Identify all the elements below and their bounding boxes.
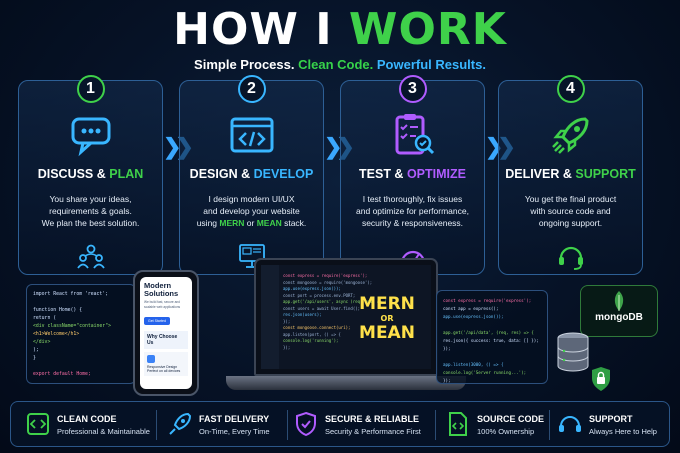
step-number: 2	[237, 75, 266, 103]
code-line: function Home() {	[33, 308, 83, 313]
step-card-design: 2 DESIGN & DEVELOP I design modern UI/UX…	[179, 75, 324, 275]
headset-icon	[559, 416, 581, 432]
rocket-icon	[499, 111, 642, 164]
laptop-code: const express = require('express'); cons…	[283, 273, 387, 350]
code-line: return (	[33, 316, 57, 321]
mongodb-leaf-icon	[614, 291, 624, 311]
document-code-icon	[449, 412, 467, 436]
step-description: You share your ideas, requirements & goa…	[41, 194, 140, 228]
code-line: import React from 'react';	[33, 292, 109, 297]
step-number: 4	[556, 75, 585, 103]
step-title: DESIGN & DEVELOP	[189, 167, 314, 181]
step-title: DELIVER & SUPPORT	[505, 167, 636, 181]
shield-check-icon	[296, 411, 316, 437]
rocket-icon	[169, 412, 192, 435]
code-line: export default Home;	[33, 372, 91, 377]
get-started-button: Get Started	[144, 317, 170, 325]
step-card-discuss: 1 DISCUSS & PLAN You share your ideas, r…	[18, 75, 163, 276]
step-title: TEST & OPTIMIZE	[359, 167, 466, 181]
step-title: DISCUSS & PLAN	[37, 167, 144, 181]
editor-sidebar	[261, 265, 279, 369]
checklist-icon	[341, 111, 484, 164]
phone-why-heading: Why Choose Us	[144, 331, 188, 349]
code-line: <div className="container">	[33, 324, 111, 329]
mongodb-badge: mongoDB	[580, 285, 658, 337]
divider	[287, 410, 288, 440]
phone-screen: Modern Solutions We build fast, secure a…	[140, 277, 192, 389]
feature-bar: CLEAN CODE Professional & Maintainable F…	[10, 401, 670, 447]
lock-icon	[592, 367, 610, 391]
code-line	[33, 299, 129, 307]
step-description: I test thoroughly, fix issues and optimi…	[356, 194, 469, 228]
step-description: I design modern UI/UX and develop your w…	[196, 194, 307, 228]
code-line: </div>	[33, 340, 51, 345]
divider	[156, 410, 157, 440]
laptop-mockup: const express = require('express'); cons…	[254, 258, 438, 376]
code-line: }	[33, 356, 36, 361]
team-icon	[19, 241, 162, 276]
database-icon	[557, 332, 589, 372]
feature-dot-icon	[147, 355, 155, 363]
code-line: );	[33, 348, 39, 353]
code-line	[33, 363, 129, 371]
divider	[549, 410, 550, 440]
step-number: 1	[76, 75, 105, 103]
phone-title: Modern Solutions	[144, 281, 179, 298]
phone-mockup: Modern Solutions We build fast, secure a…	[133, 270, 199, 396]
laptop-screen: const express = require('express'); cons…	[261, 265, 431, 369]
stack-label: MERN OR MEAN	[359, 294, 415, 343]
mongodb-label: mongoDB	[595, 312, 643, 323]
phone-subtitle: We build fast, secure and scalable web a…	[144, 300, 181, 309]
divider	[435, 410, 436, 440]
step-card-deliver: 4 DELIVER & SUPPORT You get the final pr…	[498, 75, 643, 276]
step-card-test: 3 TEST & OPTIMIZE I test thoroughly, fix…	[340, 75, 485, 275]
code-file-icon	[27, 413, 49, 435]
code-line: <h1>Welcome</h1>	[33, 332, 80, 337]
code-snippet-left: import React from 'react'; function Home…	[26, 284, 136, 384]
page-title: HOW I WORK	[173, 4, 507, 55]
code-snippet-right: const express = require('express'); cons…	[436, 290, 548, 384]
page-subtitle: Simple Process. Clean Code. Powerful Res…	[194, 57, 486, 72]
step-number: 3	[398, 75, 427, 103]
step-description: You get the final product with source co…	[524, 194, 617, 228]
headset-icon	[499, 241, 642, 276]
laptop-base	[226, 376, 466, 390]
chat-bubble-icon	[19, 111, 162, 164]
code-window-icon	[180, 111, 323, 164]
